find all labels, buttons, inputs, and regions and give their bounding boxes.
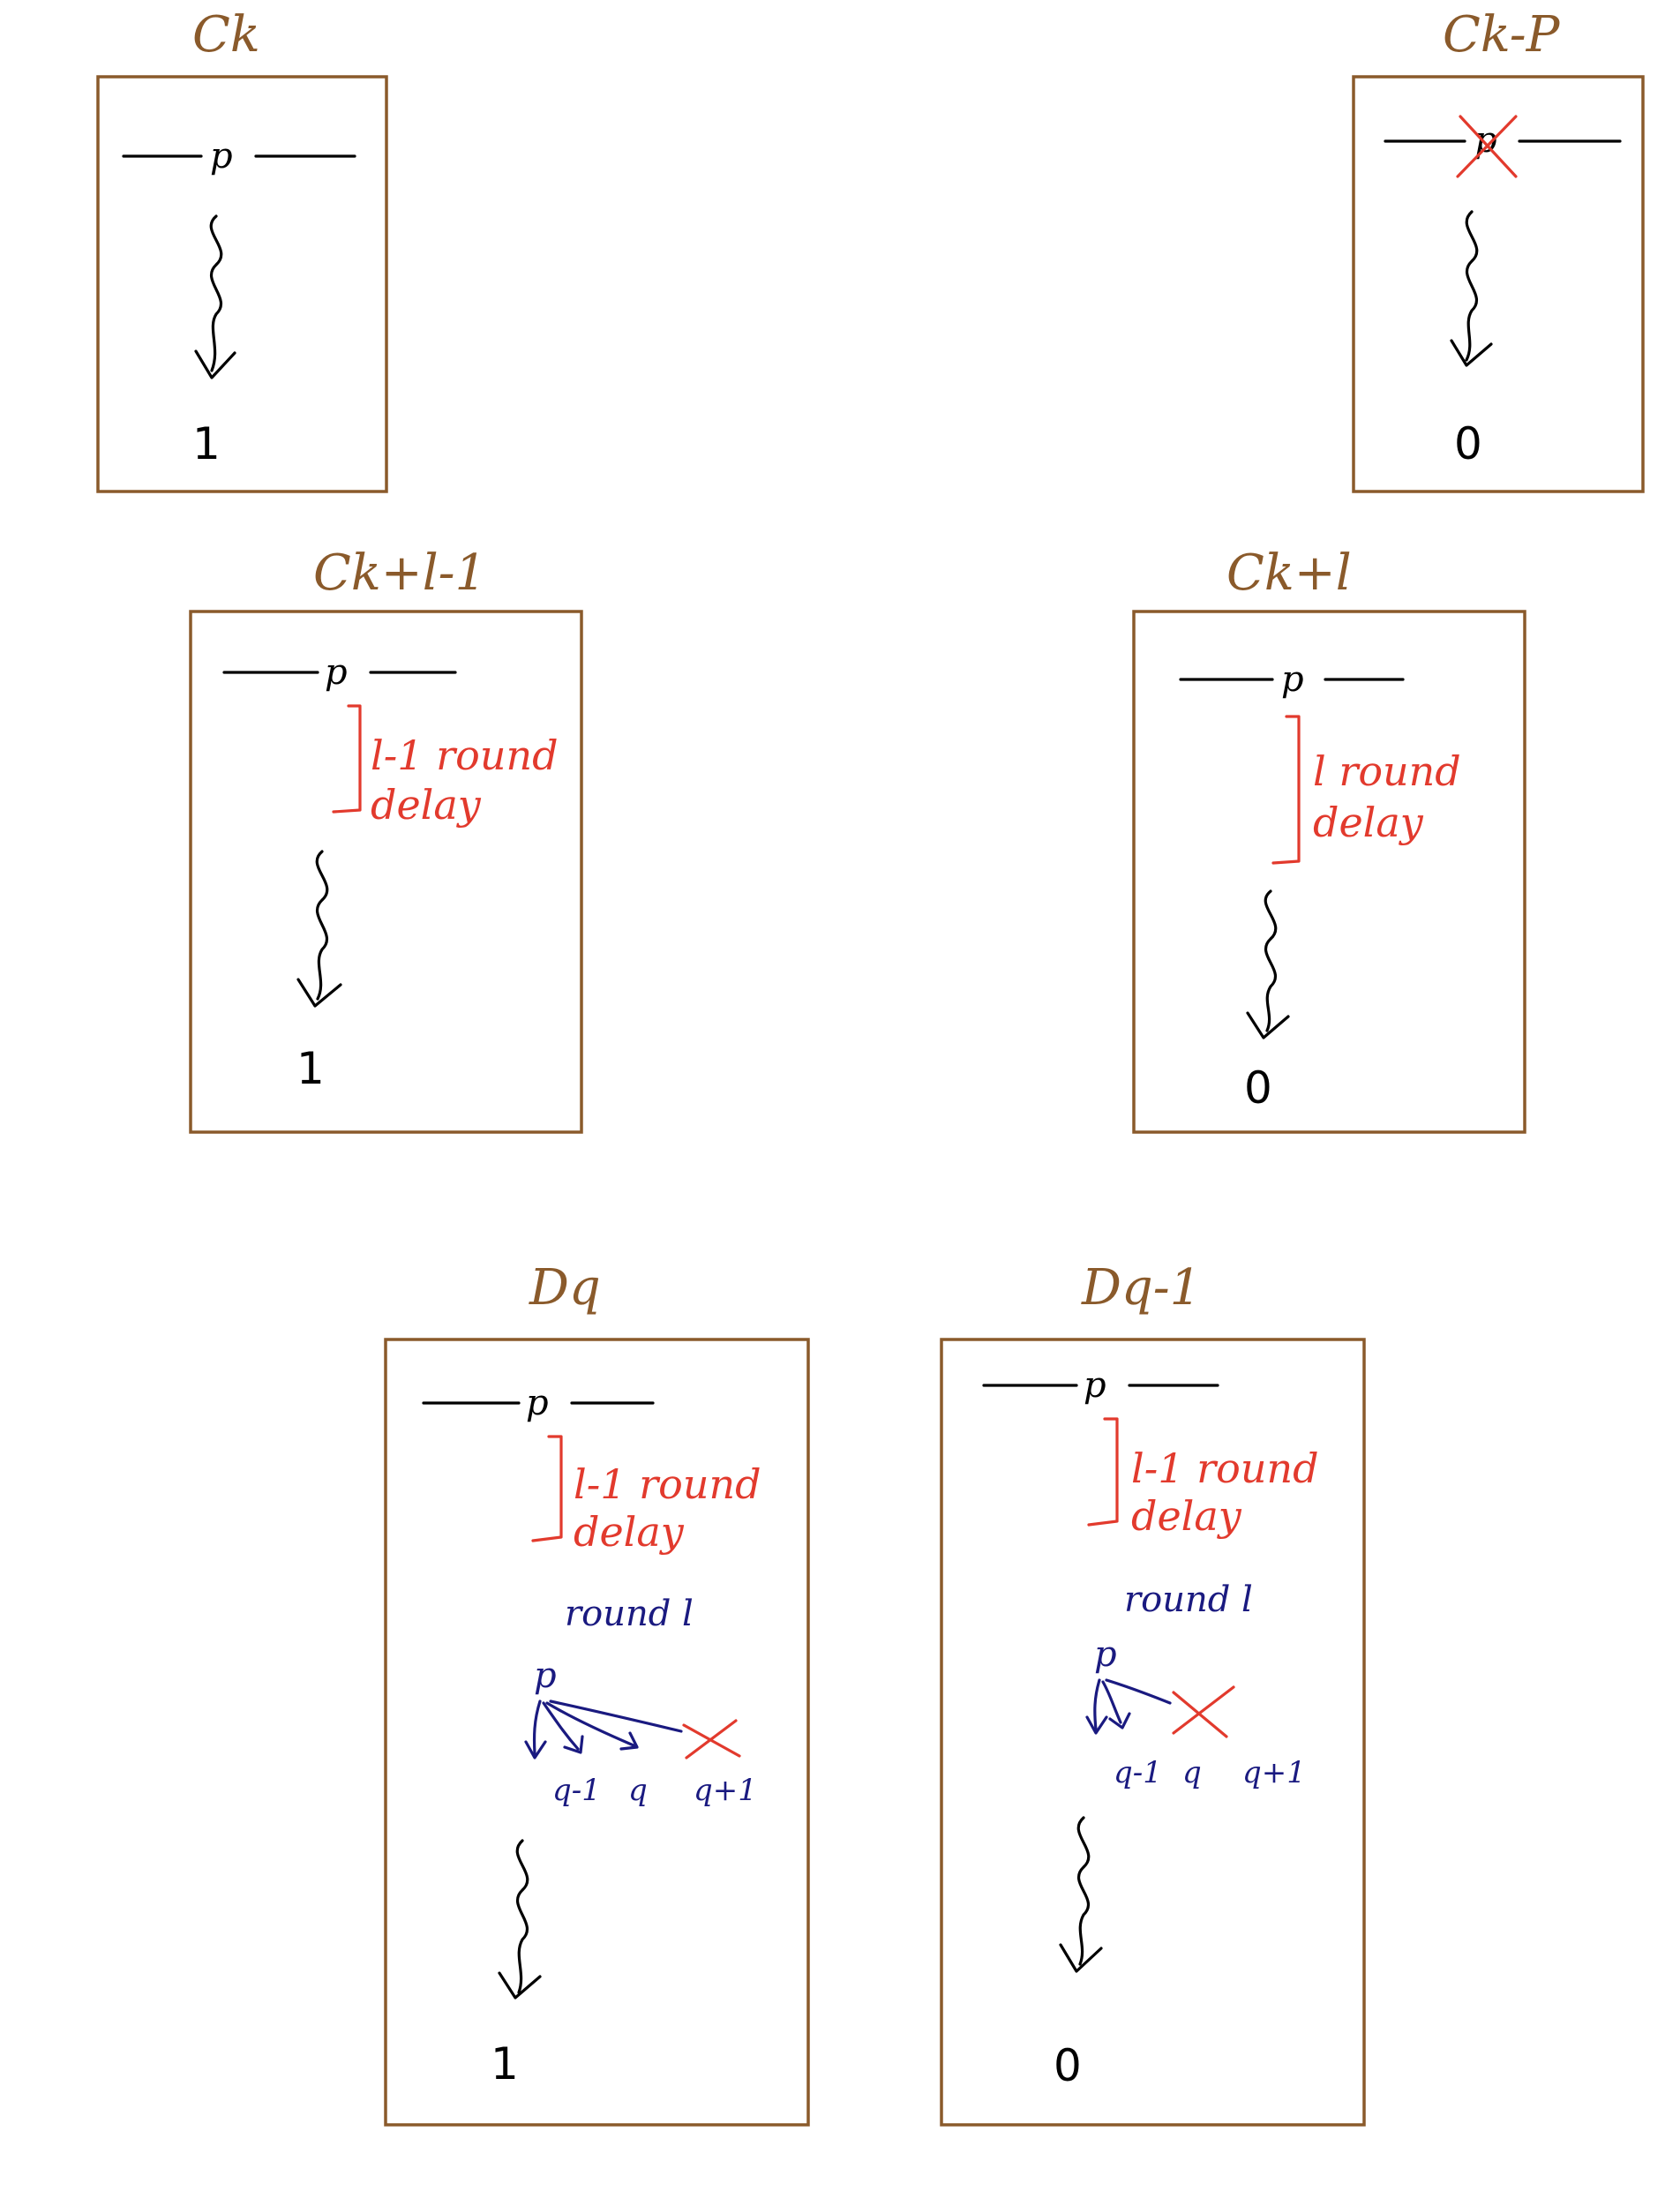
panel-ck-l-minus-1: Ck+l-1 p l-1 round delay 1 [189,544,583,1134]
arrow-head-icon [619,1731,639,1751]
target-label: q-1 [1114,1755,1162,1790]
delay-label-line1: l-1 round [574,1460,761,1508]
arrow-head-icon [563,1735,584,1754]
target-label: q+1 [694,1773,757,1808]
panel-title: Dq-1 [1081,1259,1201,1317]
message-arrow-q [542,1701,580,1751]
target-label: q+1 [1242,1755,1306,1790]
message-arrows [1085,1678,1172,1735]
panel-frame [189,610,583,1134]
message-arrow-lost [1105,1678,1172,1705]
panel-title: Ck [192,6,260,64]
message-arrow-q [1101,1680,1122,1724]
round-label: round l [565,1594,694,1634]
decision-result: 1 [296,1043,325,1094]
panel-title: Ck+l-1 [313,544,486,602]
delay-label-line2: delay [574,1508,685,1556]
process-label: p [1084,1365,1106,1406]
panel-dq-minus-1: Dq-1 p l-1 round delay round l p q-1 q q… [940,1259,1366,2127]
arrow-head-icon [194,349,236,379]
decision-result: 1 [491,2038,519,2090]
delay-label-line1: l-1 round [371,732,559,779]
squiggle-execution [315,850,329,1001]
message-arrows [524,1700,683,1760]
message-arrow-q-minus-1 [1093,1678,1101,1731]
panel-frame [1132,610,1526,1134]
sender-label: p [1094,1634,1117,1675]
crash-cross-icon [1456,115,1518,178]
delay-bracket [1271,715,1301,865]
message-arrow-q-plus-1-delivered [545,1701,635,1747]
delay-bracket [332,704,362,814]
delay-label-line2: delay [1131,1492,1242,1540]
squiggle-execution [515,1839,529,1994]
panel-frame [384,1338,810,2127]
message-arrow-q-minus-1 [532,1700,542,1756]
squiggle-execution [1076,1816,1091,1966]
arrow-head-icon [1246,1011,1290,1039]
panel-frame [96,75,388,493]
arrow-head-icon [1085,1715,1108,1735]
message-loss-cross-icon [1172,1685,1235,1738]
message-arrow-lost [549,1700,683,1733]
arrow-head-icon [524,1740,547,1760]
arrow-head-icon [1108,1712,1131,1730]
decision-result: 1 [192,418,221,469]
delay-label-line2: delay [371,781,482,829]
sender-label: p [534,1655,557,1696]
target-label: q [1182,1755,1202,1790]
panel-ck-l: Ck+l p l round delay 0 [1132,544,1526,1134]
panel-dq: Dq p l-1 round delay round l p q-1 q q+1… [384,1259,810,2127]
panel-frame [940,1338,1366,2127]
arrow-head-icon [1450,339,1493,367]
delay-label-line1: l round [1313,747,1461,795]
panel-title: Dq [529,1259,601,1317]
decision-result: 0 [1054,2040,1082,2091]
panel-ck: Ck p 1 [96,6,388,493]
process-label: p [325,652,348,693]
decision-result: 0 [1454,418,1482,469]
squiggle-execution [1264,889,1278,1032]
process-label: p [1281,659,1304,700]
decision-result: 0 [1244,1062,1272,1114]
target-label: q [628,1773,648,1808]
squiggle-execution [1465,210,1479,362]
round-label: round l [1124,1579,1253,1620]
process-label: p [210,136,233,176]
process-label: p [526,1383,549,1423]
target-label: q-1 [552,1773,601,1808]
delay-bracket [531,1435,563,1542]
panel-ck-minus-p: Ck-P p 0 [1352,6,1645,493]
delay-bracket [1087,1417,1119,1527]
panel-title: Ck+l [1226,544,1352,602]
panel-title: Ck-P [1443,6,1561,64]
delay-label-line1: l-1 round [1131,1444,1319,1492]
arrow-head-icon [296,978,342,1008]
arrow-head-icon [1059,1943,1103,1973]
squiggle-execution [209,214,223,372]
message-loss-cross-icon [682,1719,741,1760]
arrow-head-icon [498,1971,542,2000]
delay-label-line2: delay [1313,799,1424,846]
panel-frame [1352,75,1645,493]
